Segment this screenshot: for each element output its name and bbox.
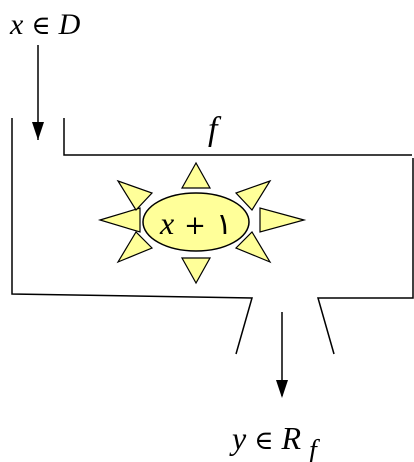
output-range: R (280, 420, 301, 456)
sun-core (142, 192, 250, 252)
rule-expression: x + ١ (159, 205, 232, 242)
input-variable: x (9, 8, 24, 41)
rule-constant: ١ (216, 207, 232, 242)
sun-ray-bottom-left (116, 231, 154, 264)
rule-variable: x (159, 205, 174, 241)
machine-top-wall (63, 118, 412, 156)
output-element-of: ∈ (254, 426, 273, 456)
output-range-subscript: f (309, 435, 320, 462)
machine-left-wall (11, 118, 253, 355)
output-arrowhead (276, 380, 288, 398)
sun-ray-bottom-right (234, 231, 272, 264)
sun-ray-top-right (234, 179, 272, 211)
sun-ray-top-left (116, 179, 154, 211)
input-element-of: ∈ (31, 11, 50, 41)
sun-ray-right (259, 207, 307, 233)
function-label: f (208, 111, 222, 148)
rule-operator: + (184, 211, 206, 241)
output-variable: y (229, 420, 247, 456)
input-arrowhead (32, 122, 44, 140)
sun-ray-bottom (180, 257, 212, 285)
input-domain: D (58, 8, 81, 41)
machine-right-wall (317, 158, 414, 355)
input-label: x ∈ D (9, 8, 81, 41)
sun-rays (97, 161, 307, 285)
output-label: y ∈ R f (229, 420, 320, 462)
sun-ray-left (97, 207, 141, 233)
sun-ray-top (180, 161, 212, 189)
